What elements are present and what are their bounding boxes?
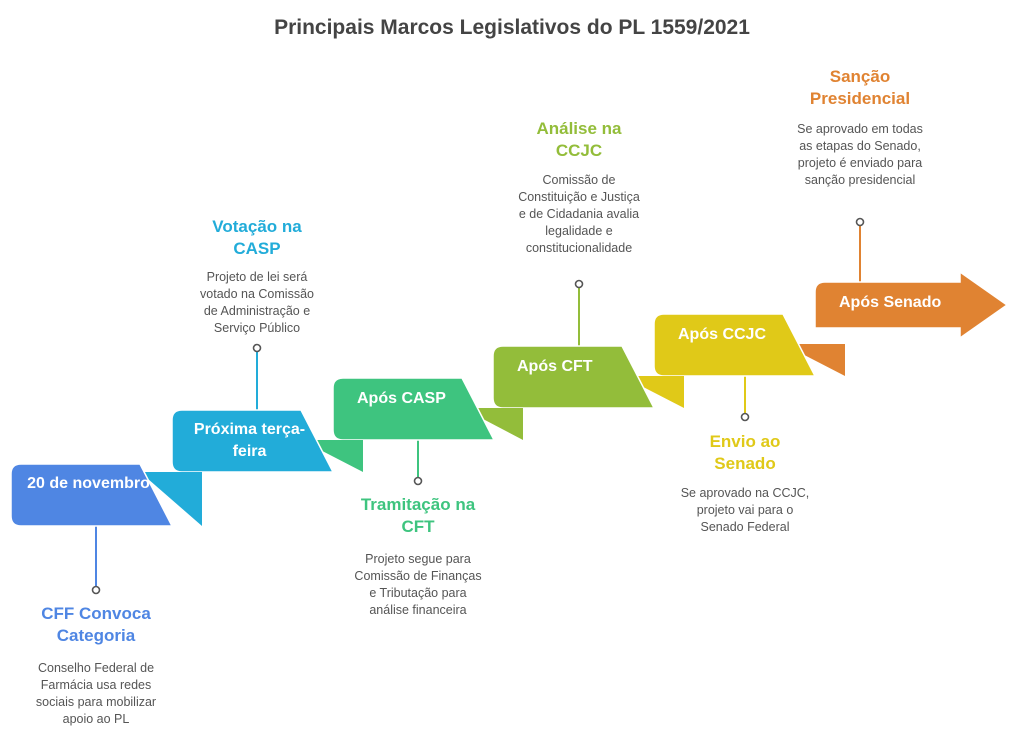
diagram-title: Principais Marcos Legislativos do PL 155… bbox=[274, 16, 750, 39]
milestone-title: Sanção Presidencial bbox=[809, 67, 911, 108]
step-label: 20 de novembro bbox=[27, 475, 150, 492]
milestone-description: Se aprovado na CCJC, projeto vai para o … bbox=[680, 486, 810, 534]
milestone-dot bbox=[855, 217, 865, 227]
milestone-title: Envio ao Senado bbox=[709, 432, 781, 473]
milestone-description: Projeto segue para Comissão de Finanças … bbox=[354, 552, 482, 617]
milestone-dot bbox=[252, 343, 262, 353]
milestone-dot bbox=[740, 412, 750, 422]
milestone-title: CFF Convoca Categoria bbox=[41, 604, 151, 645]
milestone-title: Votação na CASP bbox=[212, 217, 302, 258]
step-box bbox=[653, 313, 817, 377]
step-label: Próxima terça-feira bbox=[193, 421, 306, 460]
step-box bbox=[814, 270, 1009, 340]
milestone-description: Conselho Federal de Farmácia usa redes s… bbox=[35, 661, 157, 726]
step-label: Após Senado bbox=[839, 294, 942, 311]
step-box bbox=[171, 409, 335, 473]
step-label: Após CFT bbox=[517, 358, 593, 375]
step-label: Após CCJC bbox=[678, 326, 767, 343]
milestone-description: Se aprovado em todas as etapas do Senado… bbox=[797, 122, 923, 187]
milestone-dot bbox=[574, 279, 584, 289]
step-box bbox=[492, 345, 656, 409]
milestone-dot bbox=[91, 585, 101, 595]
milestone-description: Comissão de Constituição e Justiça e de … bbox=[518, 173, 640, 255]
milestone-dot bbox=[413, 476, 423, 486]
step-fold bbox=[140, 472, 202, 526]
milestone-title: Tramitação na CFT bbox=[360, 495, 476, 536]
step-box bbox=[10, 463, 174, 527]
step-label: Após CASP bbox=[357, 390, 446, 407]
milestone-title: Análise na CCJC bbox=[536, 119, 622, 160]
step-box bbox=[332, 377, 496, 441]
milestone-description: Projeto de lei será votado na Comissão d… bbox=[200, 270, 314, 335]
